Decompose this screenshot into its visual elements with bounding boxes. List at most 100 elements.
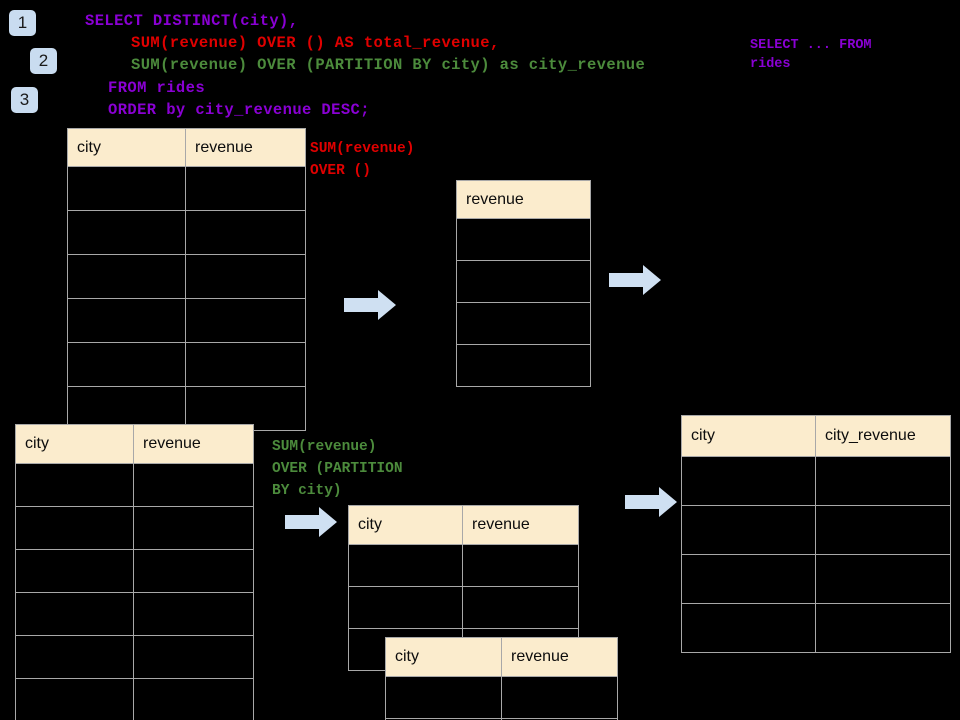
table-cell <box>15 678 134 720</box>
column-header-revenue: revenue <box>462 505 579 545</box>
table-header-row: city revenue <box>348 505 579 545</box>
column-header-city: city <box>681 415 816 457</box>
table-row <box>67 298 306 343</box>
step-badge-3: 3 <box>11 87 38 113</box>
table-cell <box>15 592 134 636</box>
table-row <box>67 210 306 255</box>
table-cell <box>185 298 306 343</box>
table-cell <box>67 254 186 299</box>
sql-line-sum-over-empty: SUM(revenue) OVER () AS total_revenue, <box>131 34 500 52</box>
table-cell <box>15 549 134 593</box>
table-row <box>15 678 254 720</box>
table-cell <box>681 456 816 506</box>
table-row <box>15 549 254 593</box>
column-header-revenue: revenue <box>133 424 254 464</box>
arrow-partition-to-result-icon <box>625 487 677 517</box>
column-header-revenue: revenue <box>501 637 618 677</box>
table-cell <box>133 506 254 550</box>
table-row <box>15 592 254 636</box>
sql-line-select-distinct: SELECT DISTINCT(city), <box>85 12 299 30</box>
table-row <box>15 635 254 679</box>
table-row <box>456 302 591 345</box>
table-cell <box>348 544 463 587</box>
table-body <box>67 166 306 431</box>
table-row <box>67 166 306 211</box>
table-body <box>681 456 951 653</box>
table-body <box>348 544 579 671</box>
column-header-revenue: revenue <box>185 128 306 167</box>
table-header-row: revenue <box>456 180 591 219</box>
table-cell <box>815 603 951 653</box>
table-cell <box>67 298 186 343</box>
total-revenue-table: revenue <box>456 180 591 387</box>
table-cell <box>501 718 618 720</box>
arrow-source-to-total-icon <box>344 290 396 320</box>
table-header-row: city city_revenue <box>681 415 951 457</box>
table-cell <box>681 505 816 555</box>
annotation-sum-over-partition: SUM(revenue) OVER (PARTITION BY city) <box>272 439 403 499</box>
table-cell <box>462 544 579 587</box>
arrow-total-to-result-icon <box>609 265 661 295</box>
table-cell <box>501 676 618 719</box>
table-cell <box>456 344 591 387</box>
table-header-row: city revenue <box>67 128 306 167</box>
column-header-revenue: revenue <box>456 180 591 219</box>
city-revenue-result-table: city city_revenue <box>681 415 951 653</box>
column-header-city: city <box>385 637 502 677</box>
table-cell <box>133 678 254 720</box>
table-row <box>67 254 306 299</box>
table-cell <box>681 603 816 653</box>
table-cell <box>185 166 306 211</box>
table-cell <box>67 210 186 255</box>
table-cell <box>815 554 951 604</box>
table-row <box>385 718 618 720</box>
partition-group-table-front: city revenue <box>385 637 618 720</box>
table-row <box>456 260 591 303</box>
table-cell <box>385 676 502 719</box>
table-row <box>348 586 579 629</box>
table-row <box>348 544 579 587</box>
table-cell <box>133 592 254 636</box>
table-row <box>681 603 951 653</box>
table-row <box>15 463 254 507</box>
table-row <box>15 506 254 550</box>
table-cell <box>348 586 463 629</box>
arrow-source-to-partition-icon <box>285 507 337 537</box>
column-header-city-revenue: city_revenue <box>815 415 951 457</box>
table-header-row: city revenue <box>385 637 618 677</box>
table-row <box>67 342 306 387</box>
table-cell <box>185 342 306 387</box>
column-header-city: city <box>67 128 186 167</box>
sql-line-order-by: ORDER by city_revenue DESC; <box>108 101 370 119</box>
table-cell <box>67 386 186 431</box>
table-cell <box>67 166 186 211</box>
table-cell <box>456 218 591 261</box>
table-cell <box>15 506 134 550</box>
table-header-row: city revenue <box>15 424 254 464</box>
table-cell <box>15 463 134 507</box>
table-cell <box>67 342 186 387</box>
step-badge-1: 1 <box>9 10 36 36</box>
table-row <box>456 218 591 261</box>
table-cell <box>15 635 134 679</box>
table-cell <box>815 456 951 506</box>
table-row <box>681 456 951 506</box>
table-cell <box>456 302 591 345</box>
column-header-city: city <box>348 505 463 545</box>
rides-source-table-top: city revenue <box>67 128 306 431</box>
rides-source-table-bottom: city revenue <box>15 424 254 720</box>
table-cell <box>133 463 254 507</box>
table-cell <box>133 549 254 593</box>
table-cell <box>815 505 951 555</box>
step-badge-2: 2 <box>30 48 57 74</box>
table-row <box>681 505 951 555</box>
annotation-sum-over-empty: SUM(revenue) OVER () <box>310 141 415 179</box>
table-body <box>456 218 591 387</box>
table-row <box>456 344 591 387</box>
table-cell <box>133 635 254 679</box>
table-cell <box>462 586 579 629</box>
annotation-select-from-rides: SELECT ... FROM rides <box>750 38 872 72</box>
table-body <box>15 463 254 720</box>
sql-line-sum-over-partition: SUM(revenue) OVER (PARTITION BY city) as… <box>131 56 646 74</box>
